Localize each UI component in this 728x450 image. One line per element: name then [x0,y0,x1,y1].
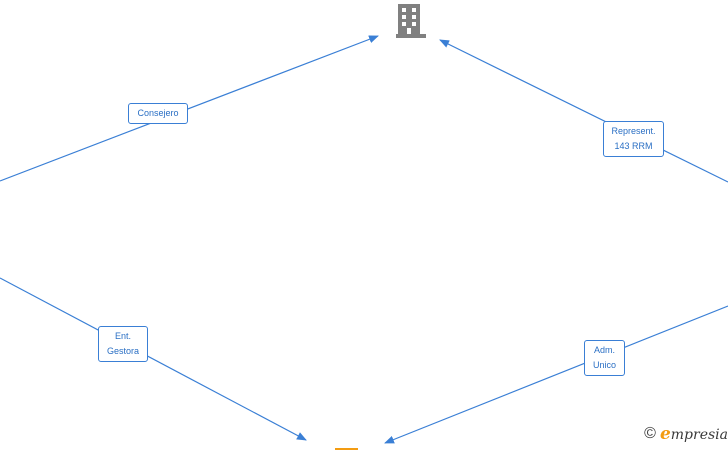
building-icon[interactable] [396,4,426,38]
empresia-watermark: © empresia [644,424,728,444]
edge-adm-unico-line [384,305,728,444]
edge-ent-gestora-line [0,277,307,441]
edge-label-line: Represent. [611,126,656,136]
edge-label-line: Consejero [137,108,179,118]
edge-consejero-line [0,35,379,182]
edge-represent-line [439,39,728,183]
edge-label-line: Ent. [114,331,131,341]
edge-label-line: 143 RRM [614,141,653,151]
edge-label-line: Unico [592,360,616,370]
brand-initial: e [659,424,671,444]
brand-rest: mpresia [670,427,728,443]
edge-label-ent-gestora[interactable]: Ent. Gestora [98,326,148,362]
edge-label-represent[interactable]: Represent. 143 RRM [603,121,664,157]
edge-label-consejero[interactable]: Consejero [128,103,188,124]
copyright-icon: © [644,425,656,442]
brand-logo: empresia [660,424,728,444]
orange-node-icon[interactable] [335,448,358,450]
edge-label-line: Gestora [106,346,139,356]
edge-label-line: Adm. [593,345,615,355]
edge-label-adm-unico[interactable]: Adm. Unico [584,340,625,376]
